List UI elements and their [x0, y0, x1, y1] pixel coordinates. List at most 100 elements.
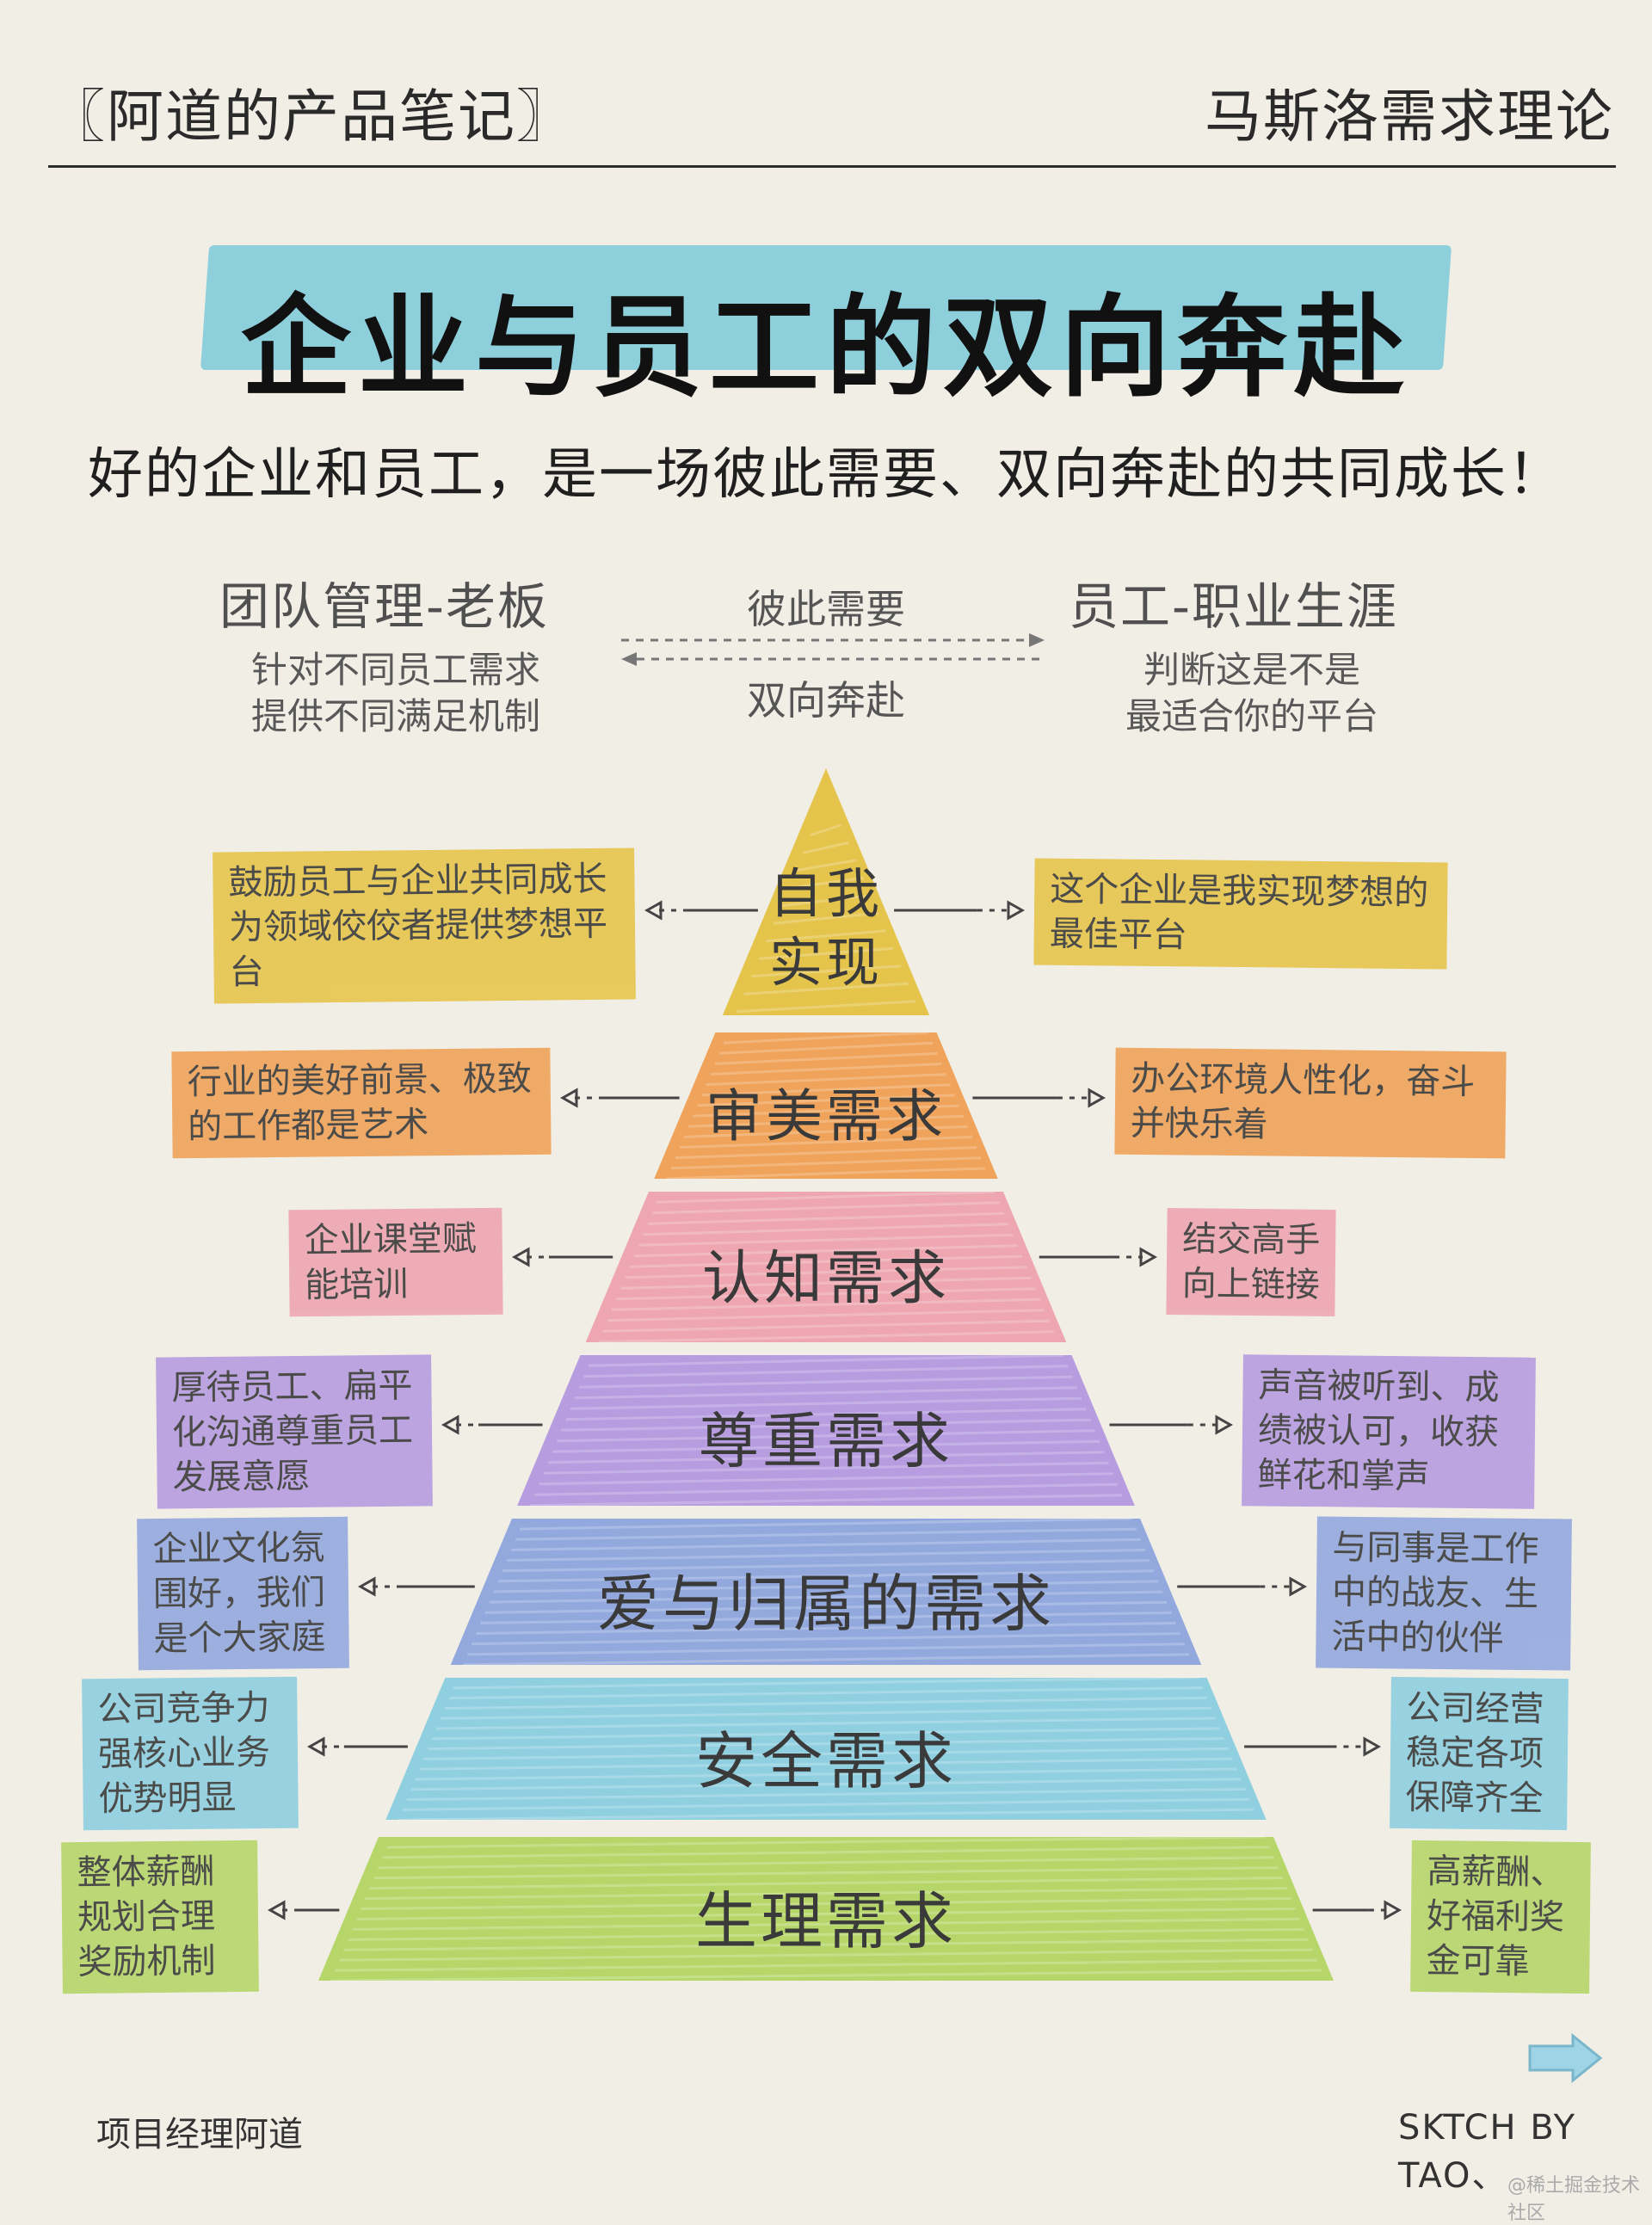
tier-hatch-line [583, 1365, 1069, 1378]
pyramid-tier-2 [654, 1032, 998, 1179]
tier-hatch-line [701, 1083, 951, 1097]
left-connector-arrow-7 [267, 1900, 340, 1920]
tier-hatch-line [575, 1386, 1077, 1400]
pyramid-tier-1 [722, 768, 930, 1015]
tier-hatch-line [539, 1472, 1113, 1486]
page-subtitle: 好的企业和员工，是一场彼此需要、双向奔赴的共同成长！ [88, 443, 1564, 507]
tier-hatch-line [629, 1254, 1023, 1268]
tier-hatch-line [697, 1094, 955, 1107]
tier-hatch-line [570, 1396, 1082, 1410]
left-connector-arrow-6 [306, 1736, 408, 1757]
page-title: 企业与员工的双向奔赴 [240, 284, 1411, 412]
right-note-4: 声音被听到、成绩被认可，收获鲜花和掌声 [1242, 1354, 1536, 1509]
left-note-7: 整体薪酬规划合理奖励机制 [61, 1840, 259, 1994]
tier-hatch-line [656, 1190, 996, 1204]
tier-hatch-line [611, 1297, 1041, 1311]
left-note-6: 公司竞争力强核心业务优势明显 [82, 1676, 299, 1831]
tier-hatch-line [489, 1590, 1163, 1604]
left-note-3: 企业课堂赋能培训 [288, 1207, 503, 1317]
pyramid-tier-5 [450, 1519, 1202, 1665]
tier-hatch-line [448, 1686, 1204, 1700]
header-right-title: 马斯洛需求理论 [1205, 83, 1614, 150]
tier-hatch-line [382, 1846, 1270, 1859]
tier-hatch-line [339, 1948, 1313, 1962]
tier-hatch-line [718, 1041, 934, 1055]
tier-hatch-line [419, 1757, 1233, 1771]
tier-hatch-line [373, 1866, 1279, 1880]
pyramid-tier-3 [585, 1192, 1067, 1342]
tier-hatch-line [710, 1063, 942, 1076]
right-column-desc: 判断这是不是最适合你的平台 [1125, 649, 1378, 737]
left-note-1: 鼓励员工与企业共同成长为领域佼佼者提供梦想平台 [213, 847, 636, 1004]
tier-hatch-line [436, 1717, 1216, 1730]
tier-hatch-line [737, 1000, 915, 1014]
tier-hatch-line [561, 1418, 1091, 1432]
tier-hatch-line [441, 1706, 1211, 1720]
tier-hatch-line [666, 1167, 986, 1180]
left-connector-arrow-1 [644, 900, 758, 921]
tier-hatch-line [758, 946, 894, 960]
left-note-5: 企业文化氛围好，我们是个大家庭 [137, 1516, 349, 1671]
tier-hatch-line [602, 1319, 1050, 1333]
left-connector-arrow-2 [559, 1088, 680, 1108]
right-note-1: 这个企业是我实现梦想的最佳平台 [1033, 858, 1448, 970]
left-connector-arrow-4 [441, 1415, 543, 1435]
tier-hatch-line [795, 859, 857, 872]
header-left-title: 〖阿道的产品笔记〗 [48, 83, 575, 150]
tier-hatch-line [369, 1877, 1283, 1890]
tier-hatch-line [365, 1887, 1287, 1901]
tier-hatch-line [361, 1897, 1291, 1911]
tier-hatch-line [432, 1727, 1220, 1741]
next-arrow-icon[interactable] [1526, 2032, 1604, 2084]
footer-author: 项目经理阿道 [96, 2115, 303, 2154]
tier-hatch-line [616, 1287, 1036, 1301]
tier-hatch-line [480, 1611, 1172, 1624]
tier-hatch-line [330, 1969, 1322, 1982]
tier-hatch-line [588, 1353, 1064, 1367]
tier-hatch-line [598, 1330, 1054, 1344]
tier-hatch-line [453, 1676, 1199, 1690]
right-connector-arrow-2 [972, 1088, 1106, 1108]
pyramid-tier-6 [385, 1678, 1267, 1820]
left-note-4: 厚待员工、扁平化沟通尊重员工发展意愿 [156, 1354, 433, 1509]
tier-hatch-line [684, 1125, 968, 1138]
tier-hatch-line [579, 1375, 1073, 1389]
right-note-5: 与同事是工作中的战友、生活中的伙伴 [1316, 1516, 1572, 1671]
pyramid-tier-4 [517, 1355, 1135, 1506]
tier-hatch-line [647, 1211, 1005, 1225]
tier-hatch-line [607, 1309, 1045, 1322]
tier-hatch-line [463, 1653, 1189, 1667]
tier-hatch-line [670, 1156, 982, 1170]
right-note-2: 办公环境人性化，奋斗并快乐着 [1114, 1047, 1507, 1159]
tier-hatch-line [773, 911, 879, 925]
tier-label-3: 认知需求 [701, 1245, 950, 1314]
tier-hatch-line [352, 1917, 1300, 1931]
tier-hatch-line [533, 1482, 1119, 1496]
tier-hatch-line [557, 1429, 1095, 1443]
pyramid-tier-7 [318, 1837, 1334, 1981]
tier-hatch-line [497, 1569, 1155, 1583]
tier-hatch-line [620, 1276, 1032, 1290]
tier-label-2: 审美需求 [706, 1083, 946, 1150]
watermark: @稀土掘金技术社区 [1507, 2175, 1641, 2224]
right-connector-arrow-4 [1109, 1415, 1234, 1435]
tier-hatch-line [751, 965, 901, 978]
tier-hatch-line [787, 876, 865, 890]
tier-hatch-line [529, 1494, 1123, 1507]
right-connector-arrow-5 [1177, 1576, 1308, 1597]
tier-hatch-line [706, 1073, 946, 1087]
tier-label-4: 尊重需求 [699, 1406, 953, 1477]
left-connector-arrow-3 [511, 1247, 613, 1267]
tier-hatch-line [675, 1146, 977, 1160]
tier-hatch-line [723, 1031, 929, 1045]
tier-hatch-line [343, 1938, 1309, 1951]
right-connector-arrow-3 [1039, 1247, 1158, 1267]
tier-hatch-line [476, 1622, 1176, 1635]
tier-hatch-line [493, 1580, 1159, 1593]
tier-hatch-line [680, 1136, 972, 1149]
tier-hatch-line [552, 1439, 1100, 1453]
right-connector-arrow-1 [894, 900, 1026, 921]
right-column-heading: 员工-职业生涯 [1069, 577, 1398, 636]
tier-hatch-line [406, 1788, 1246, 1802]
